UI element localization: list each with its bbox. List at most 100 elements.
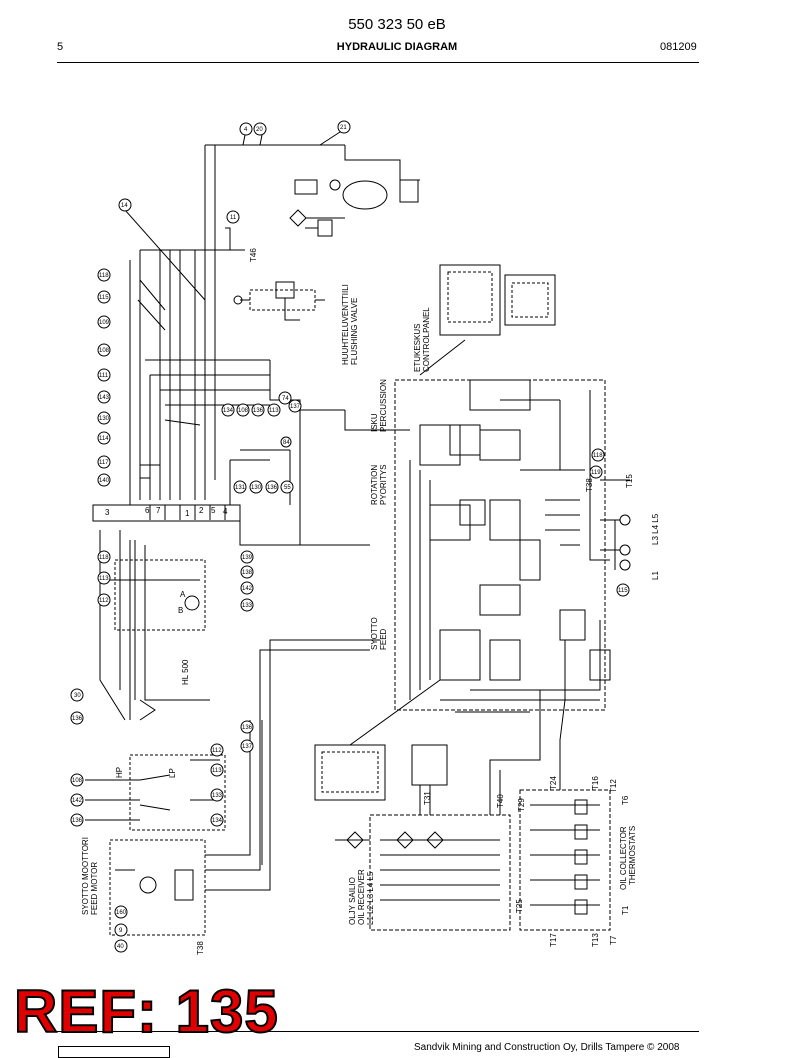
hose-tag-label: 119 [591,470,601,476]
document-number: 550 323 50 eB [348,16,446,33]
hose-tag-label: 138 [242,570,253,576]
hose-tag [70,773,84,787]
hose-tag [280,436,292,448]
hose-tag [97,290,111,304]
filter-shape [289,209,307,227]
label-t13: T13 [591,933,600,947]
label-t29: T29 [517,798,526,812]
label-flushing-en: FLUSHING VALVE [350,298,359,365]
label-receiver-en: OIL RECEIVER [357,869,366,925]
hose-tag [97,315,111,329]
hose-tag-label: 115 [99,295,109,301]
hose-tag-label: 113 [99,576,109,582]
hp-lp-box [129,754,226,831]
label-collector-en: OIL COLLECTOR [619,826,628,890]
hose-tag [589,465,603,479]
pipe-top-b [242,131,341,146]
hose-tag [97,571,111,585]
page-number: 5 [57,41,64,53]
diagram-labels: T46 HUUHTELUVENTTIILI FLUSHING VALVE ETU… [81,248,660,955]
header-rule [57,62,699,63]
hose-tag-label: 133 [212,793,223,799]
hose-tag [240,739,254,753]
hose-tag-group [70,120,630,953]
label-hp: HP [115,767,124,778]
hose-tag [70,813,84,827]
control-panel-inset [439,264,501,336]
hose-tag-label: 136 [72,818,83,824]
label-feed-fi: SYOTTO [370,617,379,650]
pipe-top [204,144,420,480]
label-t38-right: T38 [585,478,594,492]
label-rotation-fi: PYORITYS [379,465,388,505]
gauge-shape [329,179,341,191]
feed-motor-box [109,839,206,936]
label-l-ports: L3 L4 L5 [651,513,660,545]
hose-tag [233,480,247,494]
ref-stamp: REF: 135 [13,978,279,1045]
label-block-5: 5 [211,506,216,515]
hose-tag-label: 113 [269,408,279,414]
hose-tag-label: 74 [282,396,289,402]
hose-tag-label: 137 [242,744,253,750]
hose-tag-label: 118 [99,273,109,279]
document-date: 081209 [660,41,697,53]
hose-tag-label: 108 [72,778,83,784]
hose-tag [239,122,253,136]
document-title: HYDRAULIC DIAGRAM [336,41,458,53]
hose-tag-label: 118 [593,453,603,459]
hose-tag-label: 160 [116,910,127,916]
hose-tag-label: 117 [99,460,109,466]
hose-tag-label: 108 [99,348,110,354]
label-receiver-ports: L1 L2 L3 L4 L5 [366,871,375,925]
hose-tag [97,411,111,425]
hose-tag [70,711,84,725]
hose-tag-label: 136 [267,485,278,491]
pump-block-shape [399,179,419,203]
label-t15: T15 [625,474,634,488]
hose-tag-label: 137 [290,404,301,410]
label-port-a: A [180,590,186,599]
hose-tag-label: 136 [242,725,253,731]
hose-tag-label: 55 [284,485,291,491]
hose-tag-label: 136 [72,716,83,722]
hose-tag [97,593,111,607]
hose-tag [97,368,111,382]
valve-inset-bottom [314,744,386,801]
hose-tag-label: 113 [212,768,222,774]
hose-tag [288,399,302,413]
label-collector-sub: THERMOSTATS [628,826,637,885]
hose-tag [97,343,111,357]
label-t24: T24 [549,776,558,790]
label-receiver-fi: OLJY SAILIO [348,877,357,925]
label-t1: T1 [621,905,630,915]
hose-tag [210,763,224,777]
label-t17: T17 [549,933,558,947]
hose-tag-label: 134 [223,408,234,414]
label-t31: T31 [423,791,432,805]
hose-tag-label: 115 [618,588,628,594]
hose-tag [70,688,84,702]
label-t16: T16 [591,776,600,790]
hose-tag-labels: 4 20 21 11 14 118 115 109 108 111 143 13… [72,125,628,950]
label-t46: T46 [249,248,258,262]
hose-tag-label: 21 [340,125,347,131]
label-percussion-fi: ISKU [370,413,379,432]
hose-tag-label: 4 [244,127,248,133]
hose-tag-label: 140 [99,478,110,484]
relief-valve-shape [317,219,333,237]
valve-top-shape [294,179,318,195]
hose-tag-label: 111 [99,373,109,379]
hose-tag-label: 11 [230,215,237,221]
label-block-3: 3 [105,508,110,517]
oil-collector-box [519,789,611,931]
hose-tag [253,122,267,136]
label-t12: T12 [609,779,618,793]
label-percussion-en: PERCUSSION [379,379,388,432]
label-t40: T40 [496,794,505,808]
hose-tag-label: 136 [253,408,264,414]
hose-tag [265,480,279,494]
hose-tag [118,198,132,212]
label-port-b: B [178,606,183,615]
hose-tag [240,581,254,595]
